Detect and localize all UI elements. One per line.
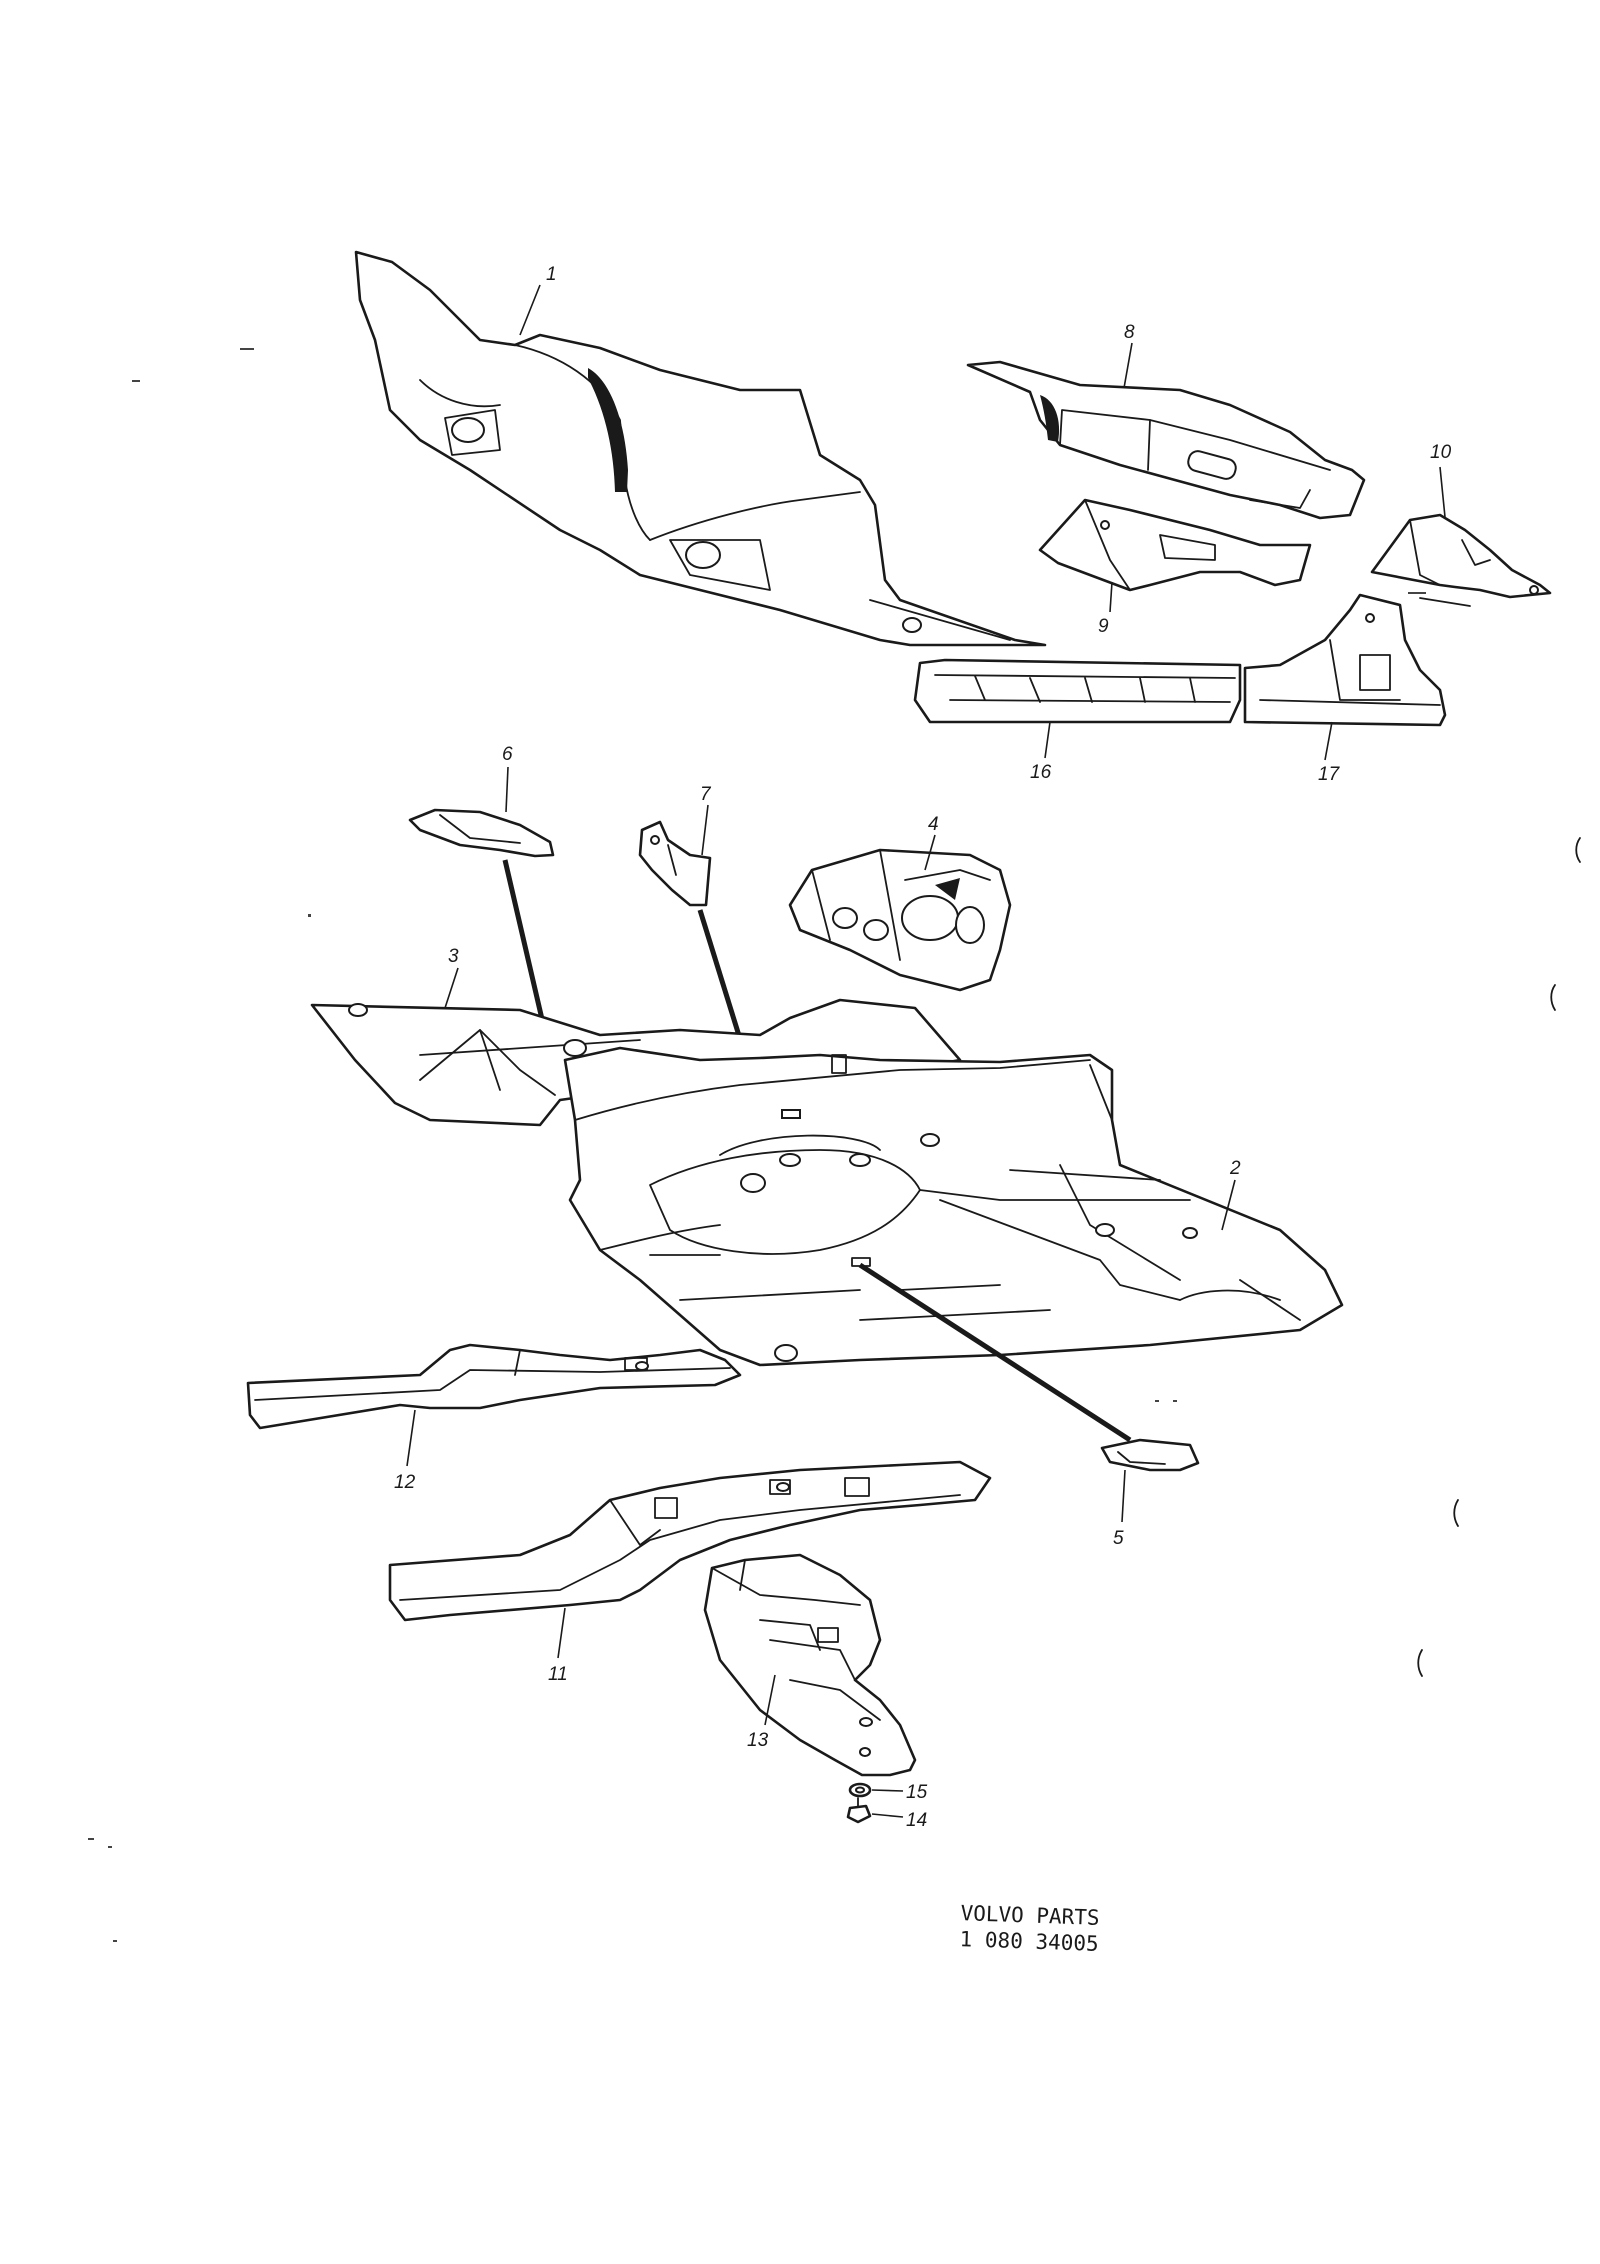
callout-5: 5	[1113, 1528, 1124, 1549]
part-1-wheelhouse-panel: 1	[354, 250, 1047, 647]
part-9-bracket: 9	[1038, 498, 1312, 637]
callout-6: 6	[502, 744, 513, 765]
callout-4: 4	[928, 814, 939, 835]
callout-9: 9	[1098, 616, 1109, 637]
callout-15: 15	[906, 1782, 928, 1803]
callout-14: 14	[906, 1810, 927, 1831]
part-4-box-member: 4	[788, 814, 1012, 992]
catalogue-label: VOLVO PARTS 1 080 34005	[959, 1901, 1100, 1956]
part-10-mount-bracket: 10	[1370, 442, 1552, 607]
part-12-side-member: 12	[246, 1343, 742, 1493]
part-8-crossmember: 8	[966, 322, 1366, 520]
callout-2: 2	[1229, 1158, 1241, 1179]
callout-16: 16	[1030, 762, 1052, 783]
callout-3: 3	[448, 946, 459, 967]
callout-7: 7	[700, 784, 712, 805]
callout-8: 8	[1124, 322, 1135, 343]
part-7-bracket: 7	[638, 784, 748, 1056]
part-14-bolt: 14	[846, 1797, 927, 1831]
part-5-clip: 5	[1100, 1438, 1200, 1549]
part-11-front-member: 11	[388, 1460, 992, 1685]
part-17-sill-extension: 17	[1243, 593, 1447, 785]
callout-10: 10	[1430, 442, 1452, 463]
part-16-sill-member: 16	[913, 658, 1242, 783]
part-15-washer: 15	[848, 1782, 928, 1803]
part-13-support-bracket: 13	[703, 1553, 917, 1777]
footer-line-1: VOLVO PARTS	[960, 1901, 1100, 1930]
callout-17: 17	[1318, 764, 1341, 785]
callout-1: 1	[546, 264, 557, 285]
callout-11: 11	[548, 1664, 568, 1685]
callout-13: 13	[747, 1730, 769, 1751]
part-6-reinforcement-plate: 6	[408, 744, 555, 1046]
scan-marks	[88, 348, 1581, 1942]
part-2-floor-panel-main: 2	[563, 1046, 1344, 1443]
footer-line-2: 1 080 34005	[959, 1927, 1099, 1956]
callout-12: 12	[394, 1472, 416, 1493]
